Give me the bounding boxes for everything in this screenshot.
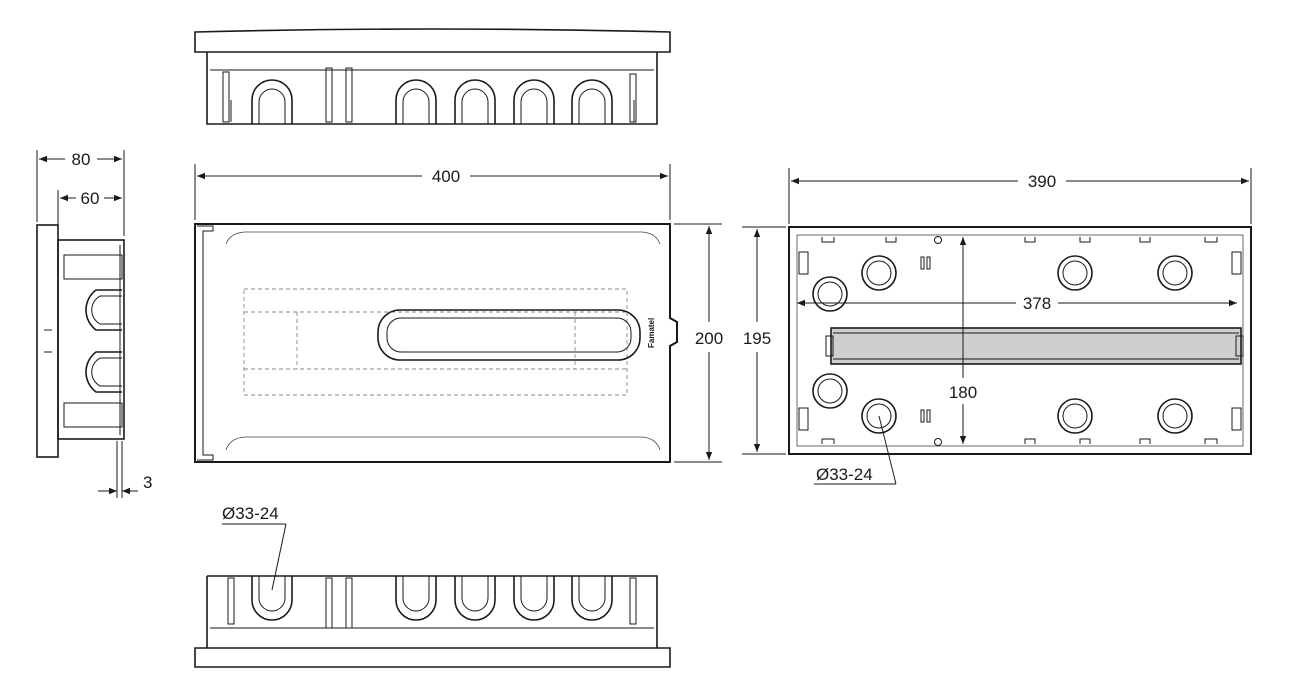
dim-back-width: 390 — [1028, 172, 1056, 191]
back-knockouts — [812, 255, 1193, 434]
bottom-slots — [227, 577, 637, 629]
dim-side-flange: 3 — [143, 473, 152, 492]
bottom-knockouts — [251, 576, 613, 621]
top-knockouts — [251, 79, 613, 124]
front-view: Famatel — [194, 223, 678, 463]
brand-label: Famatel — [647, 318, 656, 348]
back-view — [788, 226, 1252, 455]
top-slots — [222, 67, 637, 123]
dim-side-depth-outer: 80 — [72, 150, 91, 169]
dim-internal-height: 180 — [949, 383, 977, 402]
side-view — [36, 224, 125, 458]
dim-front-height: 200 — [695, 329, 723, 348]
dim-front-width: 400 — [432, 167, 460, 186]
dim-rail-length: 378 — [1023, 294, 1051, 313]
dimensions: 80 60 3 400 200 390 195 — [36, 150, 1252, 591]
dim-knockout-bottom: Ø33-24 — [222, 504, 279, 523]
bottom-view — [194, 575, 671, 668]
dim-back-height: 195 — [743, 329, 771, 348]
dim-knockout-back: Ø33-24 — [816, 465, 873, 484]
din-rail — [825, 327, 1244, 365]
back-clips — [798, 236, 1242, 446]
top-view — [194, 28, 671, 125]
dim-side-depth-inner: 60 — [81, 189, 100, 208]
